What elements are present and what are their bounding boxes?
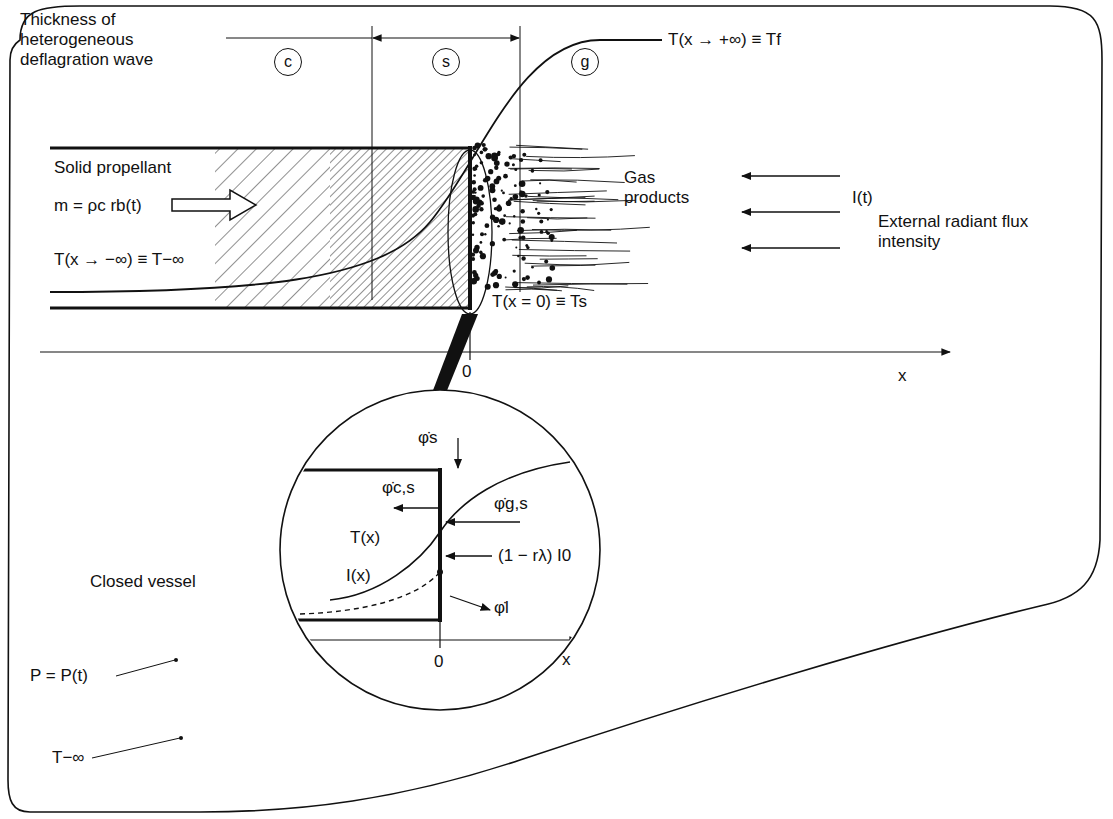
label-text: Closed vessel xyxy=(90,572,196,592)
flux-arrow xyxy=(457,438,458,468)
zone-circle: s xyxy=(432,48,460,76)
propellant-edge xyxy=(50,147,470,150)
label-text: x xyxy=(898,366,907,386)
label-text: 0 xyxy=(434,652,443,672)
label-text: 0 xyxy=(462,362,471,382)
label-text: φ̇s xyxy=(418,428,438,448)
label-text: x xyxy=(562,650,571,670)
leader-line xyxy=(116,660,175,676)
propellant-edge xyxy=(50,307,470,310)
flux-arrow xyxy=(450,596,490,610)
gas-products-texture xyxy=(470,142,649,290)
inset-circle xyxy=(280,390,600,710)
surface-ellipse xyxy=(448,150,492,314)
dimension-line xyxy=(372,26,373,300)
leader-dot xyxy=(174,658,178,662)
zoom-wedge xyxy=(432,314,478,393)
zone-circle: c xyxy=(274,48,302,76)
label-text: External radiant flux intensity xyxy=(878,212,1048,252)
label-text: Thickness of heterogeneous deflagration … xyxy=(20,10,225,70)
leader-dot xyxy=(179,736,183,740)
flux-arrow xyxy=(394,507,439,508)
label-text: T(x) xyxy=(350,528,380,548)
dimension-arrow xyxy=(373,37,519,38)
zone-letter: g xyxy=(581,53,590,71)
label-text: Solid propellant xyxy=(54,158,171,178)
label-text: T(x → −∞) ≡ T−∞ xyxy=(54,250,184,270)
vessel-outline xyxy=(8,6,1102,812)
radiant-arrow xyxy=(742,211,840,212)
label-text: I(t) xyxy=(852,188,873,208)
label-text: T−∞ xyxy=(52,748,84,768)
label-text: T(x → +∞) ≡ Tf xyxy=(668,30,781,50)
zone-letter: s xyxy=(442,53,450,71)
label-text: I(x) xyxy=(346,566,371,586)
leader-line xyxy=(226,38,372,39)
x-axis xyxy=(40,351,950,352)
zone-letter: c xyxy=(284,53,292,71)
label-text: φ̇g,s xyxy=(494,494,528,514)
label-text: m = ρc rb(t) xyxy=(54,196,142,216)
radiant-arrow xyxy=(742,247,840,248)
flux-arrow xyxy=(446,521,520,522)
inset-contents xyxy=(290,462,578,648)
flux-arrow xyxy=(446,555,492,556)
radiant-arrow xyxy=(742,175,840,176)
label-text: P = P(t) xyxy=(30,666,88,686)
label-text: φ̇c,s xyxy=(382,478,415,498)
dimension-line xyxy=(520,26,521,300)
label-text: T(x = 0) ≡ Ts xyxy=(490,292,589,312)
zone-circle: g xyxy=(571,48,599,76)
leader-line xyxy=(92,738,180,758)
label-text: φ̇l xyxy=(494,598,509,618)
mass-flux-arrow xyxy=(172,190,256,220)
label-text: Gas products xyxy=(624,168,704,208)
temperature-curve xyxy=(50,40,662,292)
burning-surface xyxy=(468,146,472,310)
label-text: (1 − rλ) I0 xyxy=(498,546,571,566)
